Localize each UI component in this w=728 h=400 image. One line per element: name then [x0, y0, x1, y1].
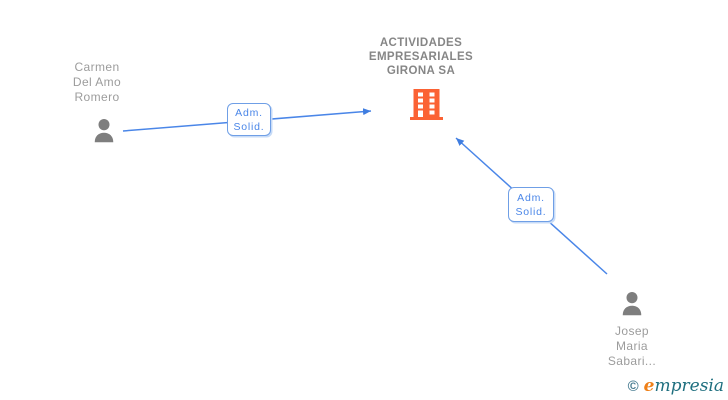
empresia-logo[interactable]: © empresia [628, 376, 724, 396]
company-name: ACTIVIDADES EMPRESARIALES GIRONA SA [368, 37, 474, 77]
person-name: Josep Maria Sabari... [607, 324, 657, 368]
person-icon [617, 288, 647, 318]
brand-initial: e [643, 376, 655, 396]
person-icon [89, 115, 119, 145]
person-name: Carmen Del Amo Romero [72, 60, 122, 104]
node-person-josep[interactable]: Josep Maria Sabari... [576, 288, 688, 369]
edge-label-adm-solid-left[interactable]: Adm. Solid. [227, 103, 271, 136]
brand-rest: mpresia [654, 376, 725, 396]
node-person-carmen[interactable]: Carmen Del Amo Romero [42, 60, 152, 143]
building-icon [410, 89, 443, 120]
edge-label-adm-solid-right[interactable]: Adm. Solid. [508, 187, 554, 222]
copyright-icon: © [627, 378, 639, 395]
node-company[interactable]: ACTIVIDADES EMPRESARIALES GIRONA SA [346, 36, 496, 120]
brand-wordmark: empresia [644, 376, 724, 396]
